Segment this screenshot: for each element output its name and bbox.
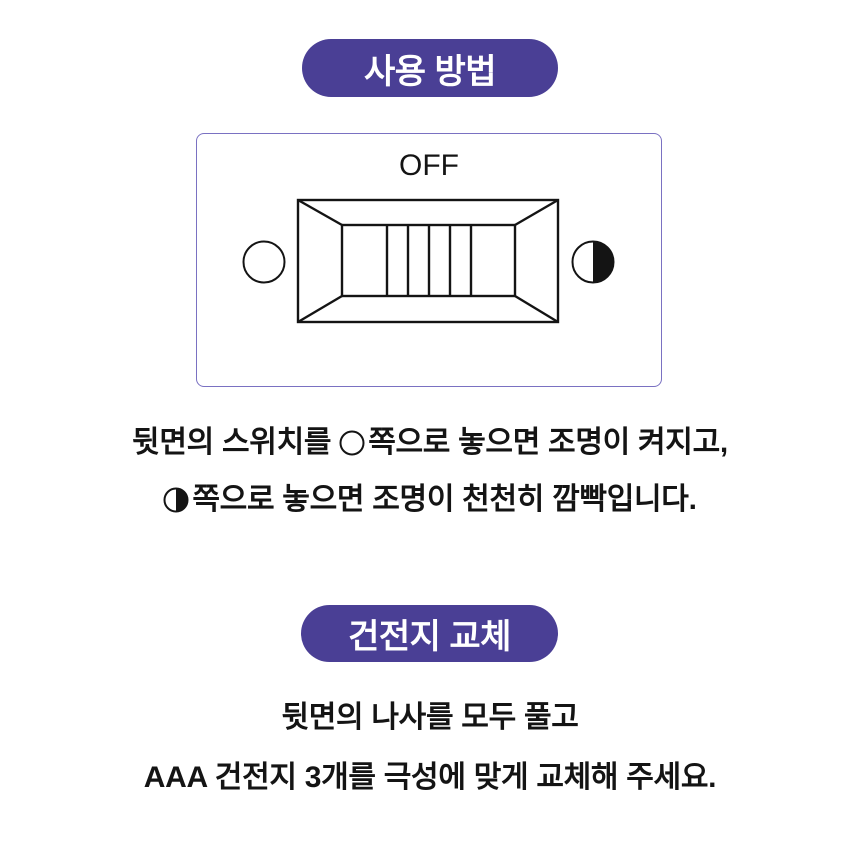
slide-switch-diagram <box>242 198 615 324</box>
empty-circle-outline <box>242 240 286 284</box>
switch-state-label: OFF <box>399 149 459 182</box>
usage-section-badge: 사용 방법 <box>302 39 558 97</box>
usage-instruction-line-2: 쪽으로 놓으면 조명이 천천히 깜빡입니다. <box>0 480 860 520</box>
half-circle-fill <box>176 488 188 512</box>
switch-illustration-box: OFF <box>196 133 662 387</box>
switch-bevel-line-bottom-right <box>514 294 559 324</box>
switch-bevel-line-top-left <box>297 198 343 227</box>
half-circle-fill <box>593 241 614 283</box>
battery-instruction-line-2: AAA 건전지 3개를 극성에 맞게 교체해 주세요. <box>0 758 860 798</box>
switch-bevel-line-bottom-left <box>297 294 343 324</box>
empty-circle-icon <box>339 430 365 456</box>
usage-instruction-text: 쪽으로 놓으면 조명이 켜지고, <box>368 426 728 459</box>
switch-bevel-line-top-right <box>514 198 559 227</box>
usage-instruction-text: 쪽으로 놓으면 조명이 천천히 깜빡입니다. <box>192 483 697 516</box>
battery-section-title: 건전지 교체 <box>348 618 511 656</box>
switch-outer-frame <box>296 198 560 324</box>
half-filled-circle-icon <box>163 487 189 513</box>
half-filled-circle-icon <box>571 240 615 284</box>
empty-circle-outline <box>339 430 365 456</box>
battery-section-badge: 건전지 교체 <box>301 605 558 662</box>
battery-instruction-text: AAA 건전지 3개를 극성에 맞게 교체해 주세요. <box>143 761 717 794</box>
battery-instruction-line-1: 뒷면의 나사를 모두 풀고 <box>0 698 860 738</box>
usage-section-title: 사용 방법 <box>363 52 497 91</box>
usage-instruction-text: 뒷면의 스위치를 <box>132 426 332 459</box>
usage-instruction-line-1: 뒷면의 스위치를 쪽으로 놓으면 조명이 켜지고, <box>0 423 860 463</box>
battery-instruction-text: 뒷면의 나사를 모두 풀고 <box>281 701 579 734</box>
empty-circle-icon <box>242 240 286 284</box>
